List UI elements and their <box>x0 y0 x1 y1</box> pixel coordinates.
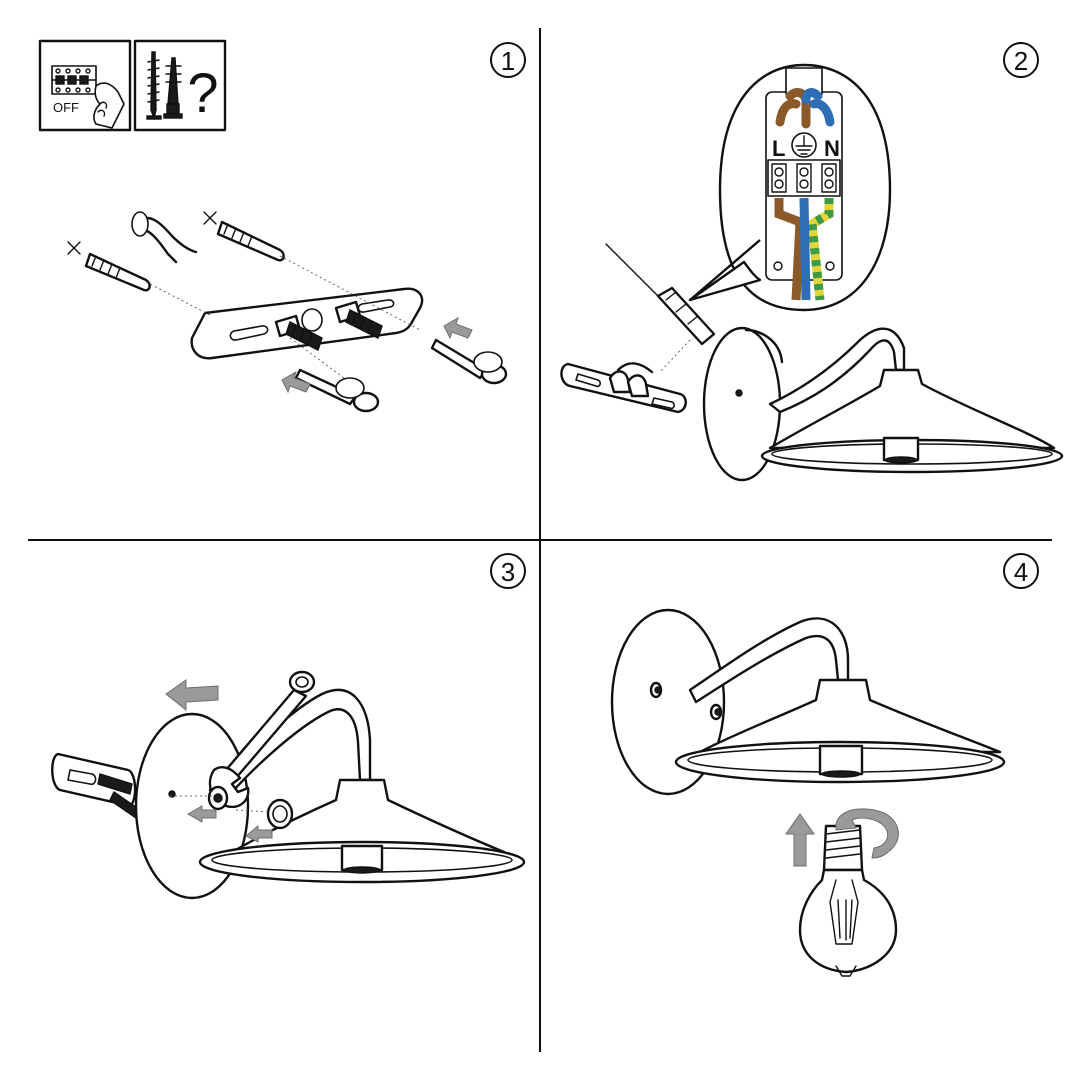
circuit-breaker-off-icon: OFF <box>38 39 132 132</box>
wall-lamp-step3 <box>134 688 526 900</box>
fixing-nut-right <box>266 798 294 830</box>
bracket-with-connector <box>560 362 687 414</box>
breaker-off-label: OFF <box>53 100 79 115</box>
rotate-arrow-icon <box>835 808 899 859</box>
step-1-badge: 1 <box>490 42 526 78</box>
wall-lamp-step2 <box>702 326 1064 482</box>
terminal-block-magnifier: L N <box>688 63 892 312</box>
wall-plug-left <box>67 241 151 292</box>
mains-cable <box>131 211 198 264</box>
wire-neutral-top <box>801 88 823 105</box>
wall-plug-right <box>203 211 285 262</box>
arrow-remove-cover <box>165 679 219 712</box>
wall-lamp-step4 <box>610 608 1006 796</box>
screw-and-plug-icon: ? <box>133 39 227 132</box>
screw-right <box>430 338 508 385</box>
step-4-number: 4 <box>1014 557 1028 587</box>
arrow-screw-in-up <box>785 813 815 867</box>
terminal-label-neutral: N <box>824 136 840 161</box>
mounting-bracket <box>190 287 424 360</box>
bracket-step3 <box>51 752 141 820</box>
arrow-nut-right <box>245 824 273 843</box>
step-2-badge: 2 <box>1003 42 1039 78</box>
earth-symbol-icon <box>791 132 817 158</box>
terminal-label-live: L <box>772 136 785 161</box>
question-mark: ? <box>187 61 218 124</box>
fixing-nut-left <box>207 785 229 811</box>
step-3-badge: 3 <box>490 553 526 589</box>
step-4-badge: 4 <box>1003 553 1039 589</box>
screwdriver-icon <box>605 243 716 373</box>
wire-neutral-bottom <box>799 197 811 301</box>
arrow-insert-right <box>443 316 473 340</box>
step-2-number: 2 <box>1014 46 1028 76</box>
wire-live-bottom <box>774 198 805 301</box>
arrow-insert-left <box>281 370 311 394</box>
light-bulb-icon <box>798 824 898 977</box>
step-1-number: 1 <box>501 46 515 76</box>
screw-left <box>294 368 380 413</box>
step-3-number: 3 <box>501 557 515 587</box>
arrow-nut-left <box>186 805 217 823</box>
